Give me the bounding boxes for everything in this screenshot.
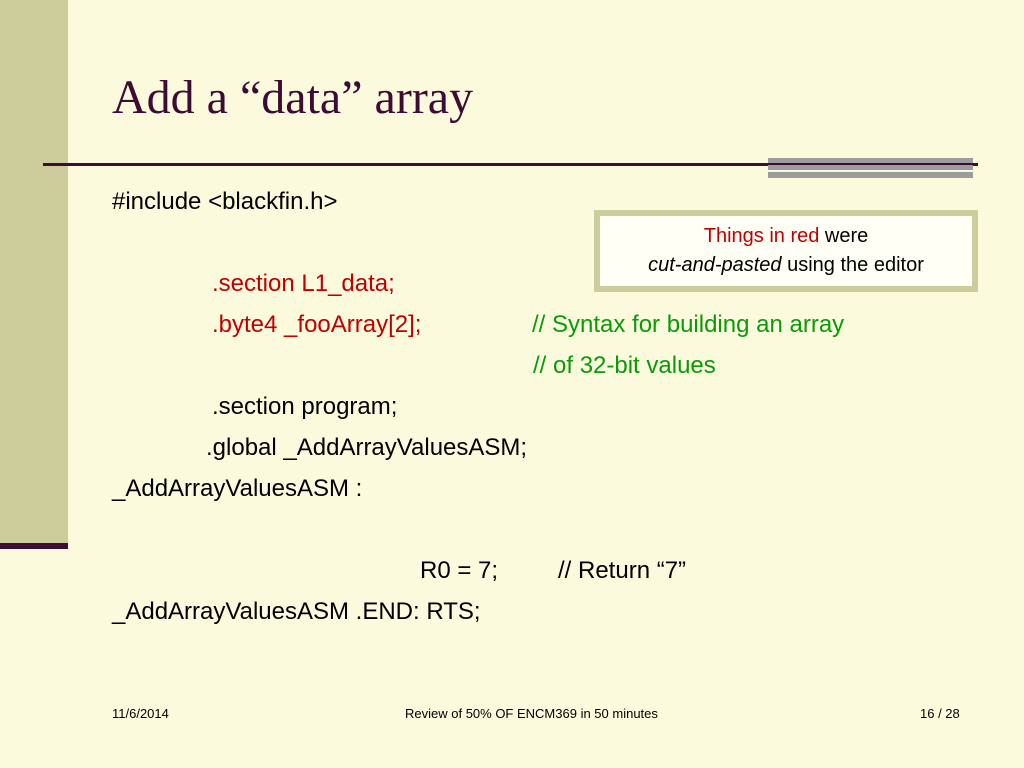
callout-line-2: cut-and-pasted using the editor: [600, 251, 972, 280]
callout-text: using the editor: [781, 254, 924, 276]
left-decor-band: [0, 0, 68, 545]
code-comment-return: // Return “7”: [558, 557, 687, 584]
callout-italic-text: cut-and-pasted: [648, 254, 782, 276]
code-section-program: .section program;: [212, 393, 398, 420]
callout-box: Things in red were cut-and-pasted using …: [594, 210, 978, 292]
corner-bar: [768, 172, 973, 178]
corner-bar: [768, 165, 973, 170]
code-section-data: .section L1_data;: [212, 270, 395, 297]
code-comment-syntax: // Syntax for building an array: [532, 311, 845, 338]
callout-red-text: Things in red: [703, 225, 820, 247]
title-divider: [43, 163, 978, 166]
callout-line-1: Things in red were: [600, 222, 972, 251]
footer-title: Review of 50% OF ENCM369 in 50 minutes: [405, 706, 658, 721]
code-include: #include <blackfin.h>: [112, 188, 338, 215]
code-comment-values: // of 32-bit values: [533, 352, 716, 379]
callout-text: were: [819, 225, 869, 247]
code-label: _AddArrayValuesASM :: [112, 475, 363, 502]
footer-date: 11/6/2014: [112, 706, 169, 721]
code-end-line: _AddArrayValuesASM .END: RTS;: [112, 598, 481, 625]
corner-decor-bars: [768, 158, 973, 180]
footer-page-number: 16 / 28: [920, 706, 960, 721]
corner-bar: [768, 158, 973, 163]
code-global-decl: .global _AddArrayValuesASM;: [206, 434, 528, 461]
slide-title: Add a “data” array: [112, 71, 474, 124]
code-byte4-decl: .byte4 _fooArray[2];: [212, 311, 422, 338]
left-decor-band-edge: [0, 543, 68, 549]
code-assign: R0 = 7;: [420, 557, 499, 584]
